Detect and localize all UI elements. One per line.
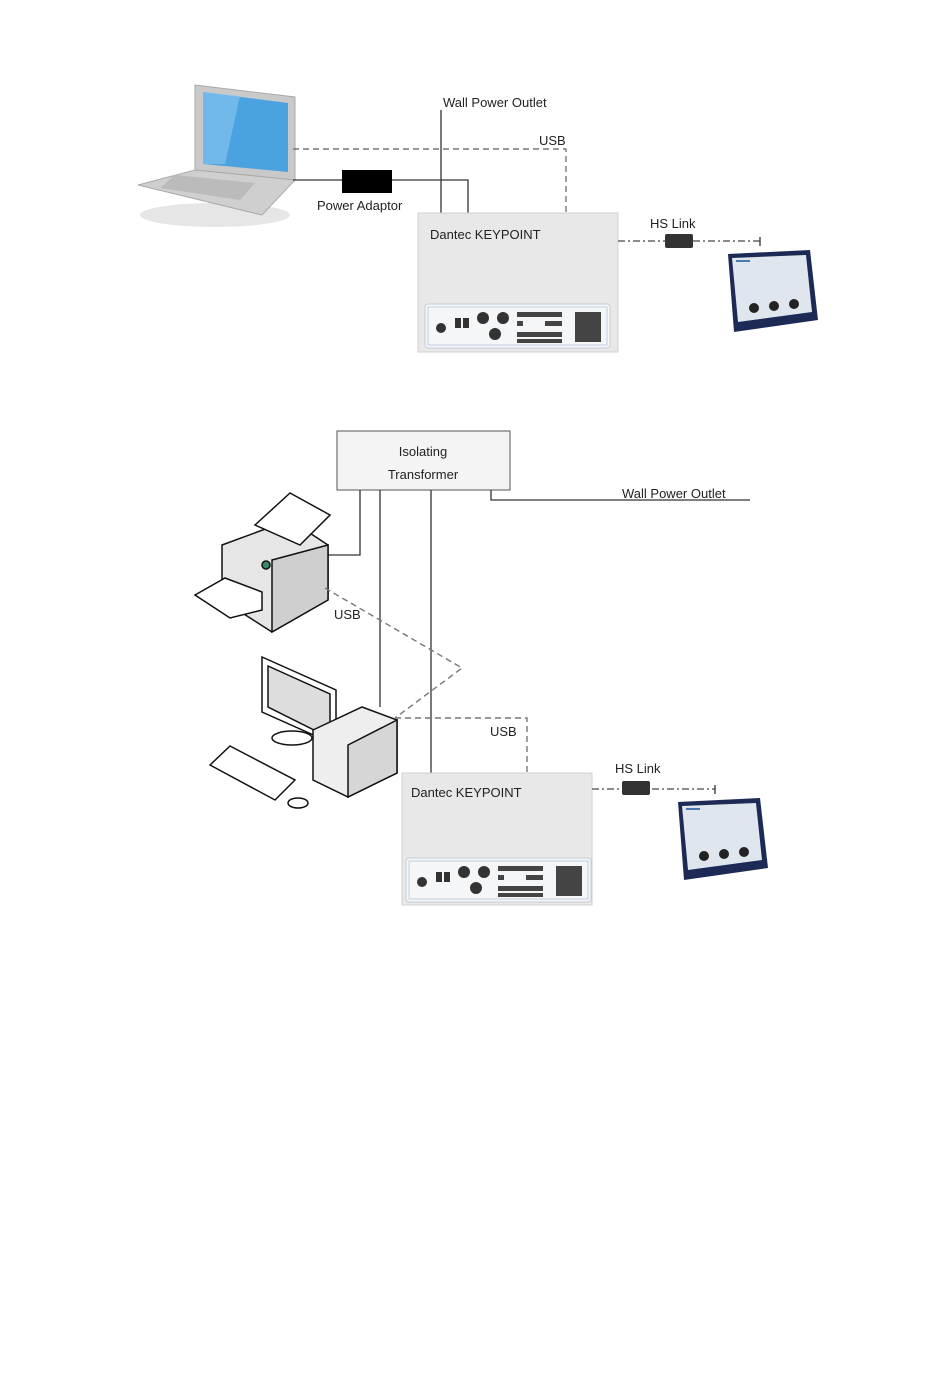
- isolating-transformer-box: [336, 430, 511, 491]
- power-adaptor-icon: [342, 170, 392, 193]
- power-adaptor-label: Power Adaptor: [317, 198, 403, 213]
- keypoint-usb-label: USB: [490, 724, 517, 739]
- desktop-computer-icon: [208, 655, 398, 809]
- diagram-desktop-setup: Isolating Transformer Wall Power Outlet …: [193, 430, 768, 906]
- hs-link-label: HS Link: [650, 216, 696, 231]
- keypoint-panel-icon: [405, 857, 592, 903]
- pad-device-icon: [728, 250, 818, 332]
- transformer-label-line2: Transformer: [388, 467, 459, 482]
- hs-link-connector-icon: [622, 781, 650, 795]
- printer-icon: [193, 492, 332, 634]
- keypoint-panel-icon: [424, 303, 611, 349]
- laptop-icon: [137, 84, 297, 227]
- wall-outlet-label: Wall Power Outlet: [443, 95, 547, 110]
- usb-label: USB: [539, 133, 566, 148]
- power-cable: [392, 179, 469, 213]
- pad-device-icon: [678, 798, 768, 880]
- transformer-label-line1: Isolating: [399, 444, 447, 459]
- diagram-laptop-setup: Wall Power Outlet USB Power Adaptor Dant…: [137, 84, 818, 353]
- hs-link-connector-icon: [665, 234, 693, 248]
- printer-usb-cable: [324, 587, 464, 719]
- printer-usb-label: USB: [334, 607, 361, 622]
- usb-cable: [293, 148, 567, 213]
- wall-outlet-label: Wall Power Outlet: [622, 486, 726, 501]
- wall-power-line: [490, 490, 750, 501]
- keypoint-label: Dantec KEYPOINT: [411, 785, 522, 800]
- keypoint-label: Dantec KEYPOINT: [430, 227, 541, 242]
- hs-link-label: HS Link: [615, 761, 661, 776]
- keypoint-usb-cable: [395, 717, 528, 773]
- printer-power-line: [328, 490, 361, 556]
